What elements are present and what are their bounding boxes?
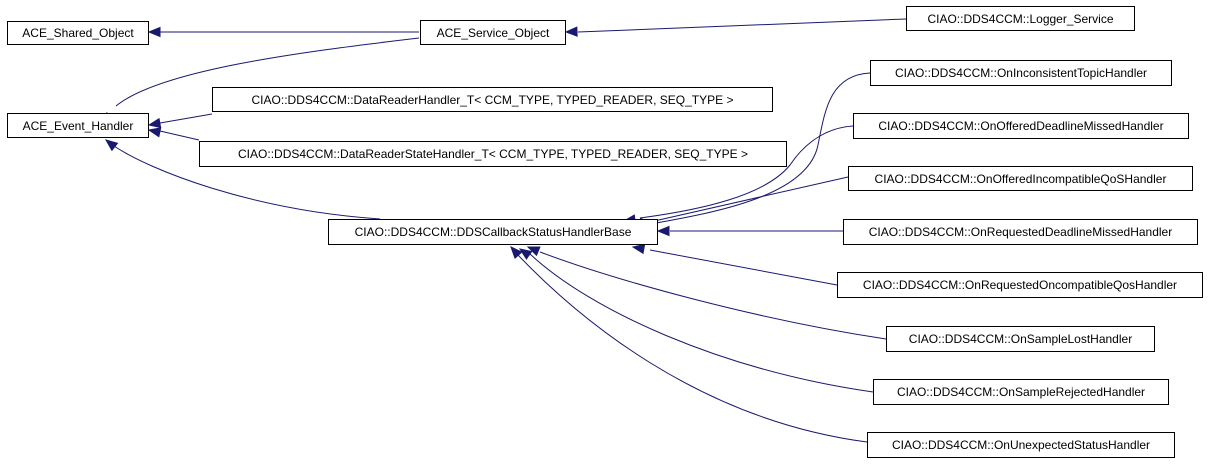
- edge-logger_service-to-ace_service_object: [577, 18, 907, 33]
- node-ace-shared-object[interactable]: ACE_Shared_Object: [7, 21, 149, 45]
- node-onofferedincompatibleqoshandler[interactable]: CIAO::DDS4CCM::OnOfferedIncompatibleQoSH…: [848, 166, 1193, 191]
- edge-onoffereddeadline-to-ddscallbackbase: [639, 125, 854, 219]
- edge-onunexpected-to-ddscallbackbase: [516, 253, 868, 443]
- edge-datareaderhandler-to-ace_event_handler: [159, 113, 213, 124]
- arrowhead-ace_shared_object: [147, 26, 161, 38]
- node-oninconsistenttopichandler[interactable]: CIAO::DDS4CCM::OnInconsistentTopicHandle…: [870, 60, 1172, 86]
- edge-ace_event_handler-to-ace_service_object: [115, 37, 420, 107]
- arrowhead-ace_event_handler: [147, 117, 162, 129]
- node-logger-service[interactable]: CIAO::DDS4CCM::Logger_Service: [906, 6, 1135, 31]
- node-onsamplelosthandler[interactable]: CIAO::DDS4CCM::OnSampleLostHandler: [886, 326, 1155, 352]
- arrowhead-ddscallbackbase: [526, 246, 541, 257]
- edge-onsamplerejected-to-ddscallbackbase: [529, 253, 874, 393]
- node-onoffereddeadlinemissedhandler[interactable]: CIAO::DDS4CCM::OnOfferedDeadlineMissedHa…: [853, 113, 1189, 139]
- node-onrequestedoncompatibleqoshandler[interactable]: CIAO::DDS4CCM::OnRequestedOncompatibleQo…: [837, 272, 1203, 298]
- node-onsamplerejectedhandler[interactable]: CIAO::DDS4CCM::OnSampleRejectedHandler: [873, 379, 1169, 405]
- node-onrequesteddeadlinemissedhandler[interactable]: CIAO::DDS4CCM::OnRequestedDeadlineMissed…: [843, 219, 1198, 245]
- node-ddscallbackstatushandlerbase[interactable]: CIAO::DDS4CCM::DDSCallbackStatusHandlerB…: [328, 219, 658, 245]
- arrowhead-ace_event_handler: [147, 127, 162, 138]
- node-onunexpectedstatushandler[interactable]: CIAO::DDS4CCM::OnUnexpectedStatusHandler: [867, 432, 1175, 458]
- arrowhead-ddscallbackbase: [518, 248, 533, 260]
- arrowhead-ddscallbackbase: [656, 225, 670, 237]
- edge-onsamplelost-to-ddscallbackbase: [539, 251, 887, 340]
- node-datareaderhandler-t[interactable]: CIAO::DDS4CCM::DataReaderHandler_T< CCM_…: [212, 87, 773, 112]
- edge-ddscallbackbase-to-ace_event_handler: [113, 145, 381, 220]
- edge-onofferedincompatible-to-ddscallbackbase: [649, 176, 849, 223]
- node-ace-event-handler[interactable]: ACE_Event_Handler: [7, 113, 149, 138]
- arrowhead-ddscallbackbase: [510, 246, 523, 260]
- edge-oninconsistent-to-ddscallbackbase: [644, 72, 871, 226]
- node-ace-service-object[interactable]: ACE_Service_Object: [420, 20, 566, 45]
- node-datareaderstatehandler-t[interactable]: CIAO::DDS4CCM::DataReaderStateHandler_T<…: [199, 141, 787, 167]
- arrowhead-ace_service_object: [564, 26, 578, 37]
- edge-onrequestedoncompatible-to-ddscallbackbase: [649, 249, 838, 286]
- arrowhead-ace_event_handler: [104, 139, 119, 152]
- arrowhead-ddscallbackbase: [631, 243, 646, 255]
- edge-datareaderstatehandler-to-ace_event_handler: [159, 130, 200, 141]
